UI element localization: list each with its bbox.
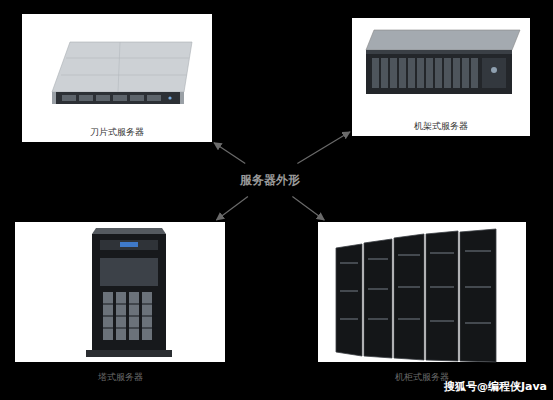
title-node: 服务器外形 (234, 168, 306, 193)
arrow-connector (292, 197, 324, 221)
panel-caption: 刀片式服务器 (22, 126, 212, 139)
server-panel: 机架式服务器 (352, 18, 530, 136)
server-panel: 机柜式服务器 (318, 222, 526, 362)
arrow-connector (216, 197, 247, 221)
panel-caption: 塔式服务器 (15, 371, 225, 384)
server-panel: 塔式服务器 (15, 222, 225, 362)
arrow-connector (214, 143, 245, 164)
panel-ground (15, 222, 225, 362)
blade-server-picture (52, 42, 192, 104)
diagram-title: 服务器外形 (240, 172, 300, 189)
rack-server-picture (366, 30, 520, 94)
panel-ground (22, 14, 212, 142)
cabinet-server-picture (336, 229, 496, 362)
panel-ground (318, 222, 526, 362)
server-panel: 刀片式服务器 (22, 14, 212, 142)
arrow-connector (297, 132, 350, 164)
panel-caption: 机架式服务器 (352, 120, 530, 133)
panel-ground (352, 18, 530, 136)
tower-server-picture (86, 228, 172, 357)
watermark: 搜狐号@编程侠Java (444, 379, 547, 394)
